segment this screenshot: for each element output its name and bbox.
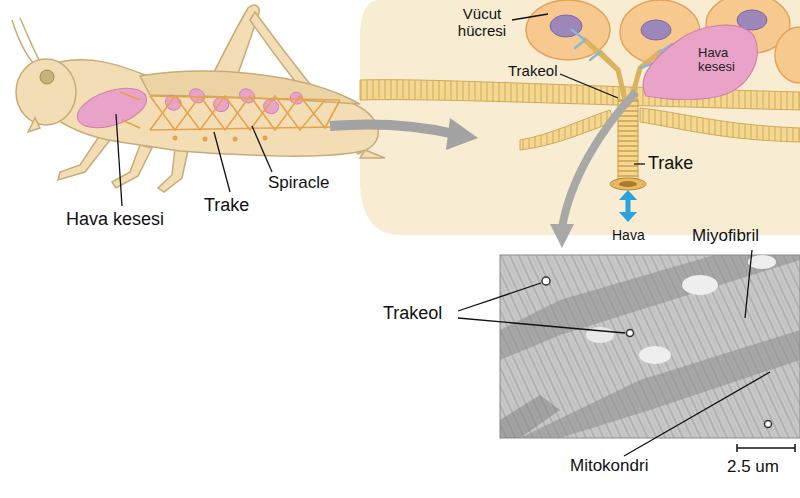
body-part-label: Hava kesesi	[66, 210, 164, 230]
air-sac: Hava kesesi	[628, 16, 760, 100]
structure-label: Trake	[648, 154, 693, 174]
body-part-label: Spiracle	[268, 174, 329, 193]
structure-label: Mitokondri	[570, 457, 648, 476]
air-label: Hava	[612, 228, 645, 243]
air-sac-label: Hava kesesi	[698, 46, 750, 75]
air-sac-outline	[643, 25, 757, 100]
structure-label: Miyofibril	[692, 227, 759, 246]
air-sac-shape	[628, 16, 760, 100]
structure-label: Trakeol	[508, 63, 557, 80]
scale-label: 2.5 um	[727, 458, 779, 477]
cell-label: Vücut hücresi	[452, 6, 512, 39]
body-part-label: Trake	[204, 196, 249, 216]
structure-label: Trakeol	[383, 304, 442, 324]
